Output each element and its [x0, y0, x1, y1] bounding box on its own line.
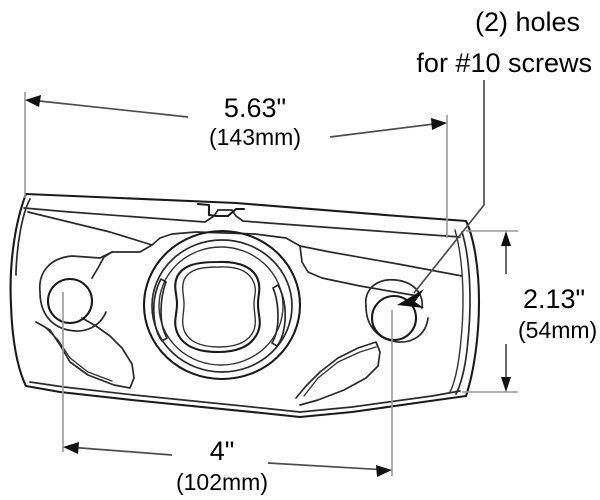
bracket-right-boss-surround	[365, 279, 424, 309]
arrow-head-spacing-left	[63, 442, 79, 454]
bracket-left-pad-inner-edge	[43, 325, 113, 382]
dimension-overall-width: 5.63" (143mm)	[25, 93, 447, 150]
dim-label-spacing-metric: (102mm)	[176, 469, 268, 495]
bracket-upper-panel-edge	[23, 207, 461, 238]
mounting-holes-group	[46, 277, 418, 342]
bracket-right-inner-contour	[455, 231, 471, 395]
dim-label-height-imperial: 2.13"	[523, 284, 585, 314]
bracket-left-upper-rib	[27, 211, 153, 253]
bracket-top-notch	[196, 202, 246, 218]
arrow-head-height-bottom	[501, 377, 511, 392]
arrow-head-height-top	[501, 231, 511, 246]
bracket-right-inner-contour-2	[449, 229, 464, 393]
center-slot-right	[271, 284, 287, 347]
holes-note-line-1: (2) holes	[475, 7, 580, 37]
bracket-left-boss-surround	[39, 251, 113, 293]
bracket-center-upper-bridge	[151, 231, 301, 247]
dimension-hole-spacing: 4" (102mm)	[63, 436, 392, 495]
center-slot-left	[152, 278, 168, 342]
bracket-left-boss-lower	[39, 291, 107, 332]
holes-note-line-2: for #10 screws	[416, 48, 592, 78]
dim-label-spacing-imperial: 4"	[210, 436, 235, 466]
bracket-right-upper-shoulder	[299, 245, 419, 297]
bracket-bottom-inner-edge	[29, 381, 461, 413]
holes-note-text-group: (2) holes for #10 screws	[416, 7, 592, 78]
right-mounting-hole	[370, 294, 418, 342]
center-boss-group	[142, 229, 302, 381]
dim-line-width-left-segment	[29, 99, 189, 118]
extension-lines-group	[24, 92, 518, 476]
dim-line-spacing-left-segment	[67, 446, 173, 456]
leader-line-holes-note	[413, 80, 485, 294]
bracket-part-geometry	[9, 192, 481, 419]
dim-label-width-metric: (143mm)	[209, 124, 301, 150]
holes-note-leader-group	[397, 80, 485, 308]
bracket-right-pad-inner-edge	[303, 346, 377, 397]
center-lobed-opening-inner	[181, 266, 257, 348]
bracket-right-boss-lower	[365, 305, 429, 343]
dimension-overall-height: 2.13" (54mm)	[501, 231, 597, 392]
bracket-left-rib-lower-edge	[91, 251, 113, 279]
dim-label-width-imperial: 5.63"	[224, 93, 286, 123]
bracket-outer-outline	[9, 192, 481, 419]
arrow-head-width-right	[431, 118, 447, 130]
bracket-right-upper-diagonal	[299, 245, 463, 277]
center-lobed-opening	[174, 260, 261, 354]
dim-line-spacing-right-segment	[267, 462, 388, 471]
dim-label-height-metric: (54mm)	[518, 317, 597, 343]
center-boss-third-ring	[158, 246, 284, 366]
center-boss-second-ring	[151, 239, 293, 373]
center-boss-outer-ring	[142, 229, 302, 381]
dim-line-width-right-segment	[329, 122, 443, 138]
left-mounting-hole	[46, 277, 94, 325]
arrow-head-spacing-right	[376, 465, 392, 477]
bracket-right-lower-pad	[295, 341, 381, 406]
bracket-top-face-edge	[15, 198, 31, 276]
arrow-head-holes-note	[397, 289, 424, 308]
arrow-head-width-left	[25, 95, 41, 107]
bracket-left-lower-pad	[35, 317, 135, 389]
